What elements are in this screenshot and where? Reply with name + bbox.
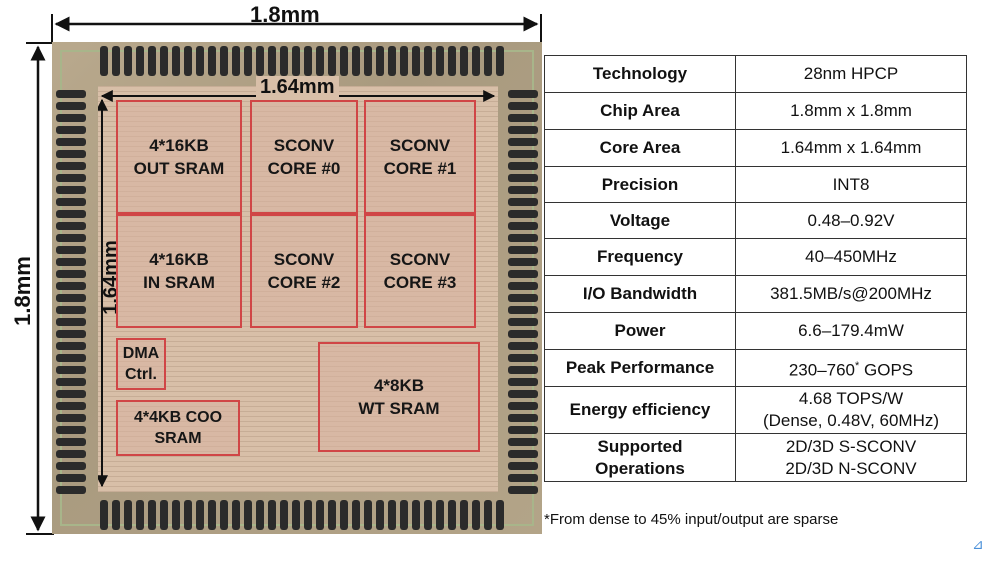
spec-row: Core Area 1.64mm x 1.64mm xyxy=(544,129,967,167)
chip-height-label: 1.8mm xyxy=(9,256,35,326)
spec-value: 28nm HPCP xyxy=(735,55,967,93)
spec-value: 381.5MB/s@200MHz xyxy=(735,275,967,313)
spec-value: 6.6–179.4mW xyxy=(735,312,967,350)
spec-value-text: 381.5MB/s@200MHz xyxy=(770,284,932,303)
spec-row: Peak Performance 230–760* GOPS xyxy=(544,349,967,387)
spec-value-text: 6.6–179.4mW xyxy=(798,321,904,340)
coo-sram-line2: SRAM xyxy=(154,430,202,447)
spec-key-text-line2: Operations xyxy=(595,458,685,478)
spec-key: Power xyxy=(544,312,736,350)
spec-key-text: Energy efficiency xyxy=(569,400,711,419)
spec-key-text: Power xyxy=(614,321,666,340)
spec-value-text: 1.8mm x 1.8mm xyxy=(790,101,912,120)
spec-value: 0.48–0.92V xyxy=(735,202,967,239)
dma-line1: DMA xyxy=(122,345,160,362)
spec-value-text: 40–450MHz xyxy=(805,247,897,266)
dma-ctrl-block: DMA Ctrl. xyxy=(116,338,166,390)
sconv1-line1: SCONV xyxy=(389,136,451,155)
spec-value: 40–450MHz xyxy=(735,238,967,276)
spec-value-text: 1.64mm x 1.64mm xyxy=(780,138,922,157)
spec-value-text: 0.48–0.92V xyxy=(807,210,895,230)
sconv2-line2: CORE #2 xyxy=(267,273,341,292)
footnote: *From dense to 45% input/output are spar… xyxy=(544,511,839,528)
coo-sram-block: 4*4KB COO SRAM xyxy=(116,400,240,456)
spec-value-text: 2D/3D S-SCONV xyxy=(785,436,917,456)
sconv-core-0-block: SCONV CORE #0 xyxy=(250,100,358,214)
spec-row: Frequency 40–450MHz xyxy=(544,238,967,276)
spec-key: Peak Performance xyxy=(544,349,736,387)
out-sram-line2: OUT SRAM xyxy=(133,159,225,178)
spec-table: Technology 28nm HPCP Chip Area 1.8mm x 1.8m… xyxy=(544,55,967,482)
chip-width-label: 1.8mm xyxy=(250,2,320,27)
spec-key-text: Peak Performance xyxy=(565,358,715,377)
spec-row: Technology 28nm HPCP xyxy=(544,55,967,93)
spec-key: Precision xyxy=(544,166,736,203)
spec-value-text-line2: 2D/3D N-SCONV xyxy=(785,458,917,478)
sconv-core-3-block: SCONV CORE #3 xyxy=(364,214,476,328)
spec-key: Voltage xyxy=(544,202,736,239)
spec-row: I/O Bandwidth 381.5MB/s@200MHz xyxy=(544,275,967,313)
spec-row: Precision INT8 xyxy=(544,166,967,203)
bond-pads xyxy=(56,46,538,530)
core-width-label: 1.64mm xyxy=(256,76,339,99)
out-sram-line1: 4*16KB xyxy=(149,136,209,155)
spec-key: Technology xyxy=(544,55,736,93)
spec-row: Energy efficiency 4.68 TOPS/W (Dense, 0.48… xyxy=(544,386,967,434)
spec-value-footnote-mark: * xyxy=(855,359,860,372)
spec-value-text: 230–760 xyxy=(788,360,856,380)
coo-sram-line1: 4*4KB COO xyxy=(133,409,223,426)
spec-value: INT8 xyxy=(735,166,967,203)
spec-key: Frequency xyxy=(544,238,736,276)
spec-value-text-line2: (Dense, 0.48V, 60MHz) xyxy=(762,411,940,430)
spec-key: Chip Area xyxy=(544,92,736,130)
corner-mark-icon: ⊿ xyxy=(972,536,984,552)
spec-key: Energy efficiency xyxy=(544,386,736,434)
sconv3-line2: CORE #3 xyxy=(383,273,457,292)
spec-value-text: INT8 xyxy=(832,174,870,194)
spec-row: Chip Area 1.8mm x 1.8mm xyxy=(544,92,967,130)
sconv-core-2-block: SCONV CORE #2 xyxy=(250,214,358,328)
sconv0-line2: CORE #0 xyxy=(267,159,341,178)
spec-value: 4.68 TOPS/W (Dense, 0.48V, 60MHz) xyxy=(735,386,967,434)
out-sram-block: 4*16KB OUT SRAM xyxy=(116,100,242,214)
spec-key-text: I/O Bandwidth xyxy=(582,284,698,303)
in-sram-block: 4*16KB IN SRAM xyxy=(116,214,242,328)
spec-value-text: 28nm HPCP xyxy=(803,64,899,83)
wt-sram-line1: 4*8KB xyxy=(373,376,425,395)
spec-key: Core Area xyxy=(544,129,736,167)
spec-value-text: 4.68 TOPS/W xyxy=(798,389,904,408)
spec-value: 230–760* GOPS xyxy=(735,349,967,387)
spec-key: I/O Bandwidth xyxy=(544,275,736,313)
spec-key-text: Precision xyxy=(601,174,679,194)
spec-key-text: Supported xyxy=(597,436,683,456)
in-sram-line2: IN SRAM xyxy=(143,273,215,292)
spec-row: Voltage 0.48–0.92V xyxy=(544,202,967,239)
spec-key-text: Technology xyxy=(592,64,688,83)
wt-sram-line2: WT SRAM xyxy=(358,399,440,418)
spec-value: 1.8mm x 1.8mm xyxy=(735,92,967,130)
sconv-core-1-block: SCONV CORE #1 xyxy=(364,100,476,214)
spec-value-suffix: GOPS xyxy=(859,360,914,380)
sconv0-line1: SCONV xyxy=(273,136,335,155)
spec-key-text: Core Area xyxy=(599,138,681,157)
in-sram-line1: 4*16KB xyxy=(149,250,209,269)
wt-sram-block: 4*8KB WT SRAM xyxy=(318,342,480,452)
spec-key-text: Frequency xyxy=(597,247,683,266)
sconv1-line2: CORE #1 xyxy=(383,159,457,178)
sconv2-line1: SCONV xyxy=(273,250,335,269)
spec-value: 1.64mm x 1.64mm xyxy=(735,129,967,167)
spec-row: Power 6.6–179.4mW xyxy=(544,312,967,350)
spec-key-text: Chip Area xyxy=(600,101,680,120)
dma-line2: Ctrl. xyxy=(125,366,157,383)
sconv3-line1: SCONV xyxy=(389,250,451,269)
spec-key-text: Voltage xyxy=(609,210,671,230)
